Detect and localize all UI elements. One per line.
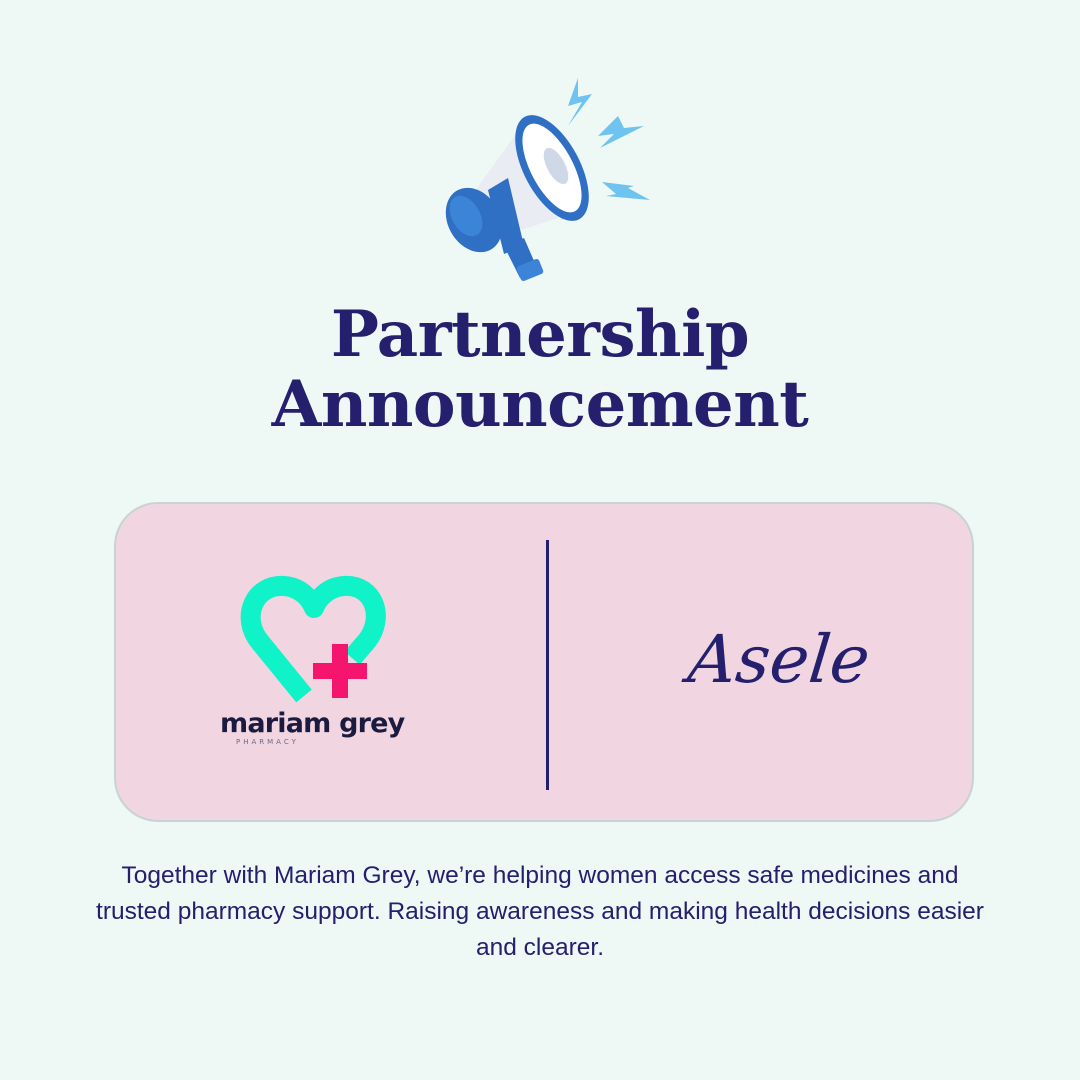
announcement-description: Together with Mariam Grey, we’re helping… (96, 862, 984, 961)
lightning-bolt-middle (598, 116, 644, 148)
heart-plus-logo (240, 576, 386, 703)
partner-right-name: Asele (679, 621, 874, 698)
partner-card: mariam grey PHARMACY Asele (114, 502, 974, 822)
partner-left-name: mariam grey (220, 708, 405, 739)
page-title: Partnership Announcement (0, 300, 1080, 440)
partner-divider (546, 540, 549, 790)
partner-left-subtitle: PHARMACY (236, 738, 299, 746)
partner-right-logo: Asele (679, 621, 874, 698)
plus-cross (313, 644, 367, 698)
megaphone-icon (445, 78, 650, 282)
title-line-1: Partnership (330, 297, 750, 372)
lightning-bolt-bottom (602, 182, 650, 200)
title-line-2: Announcement (271, 367, 809, 442)
lightning-bolt-top (568, 78, 592, 126)
